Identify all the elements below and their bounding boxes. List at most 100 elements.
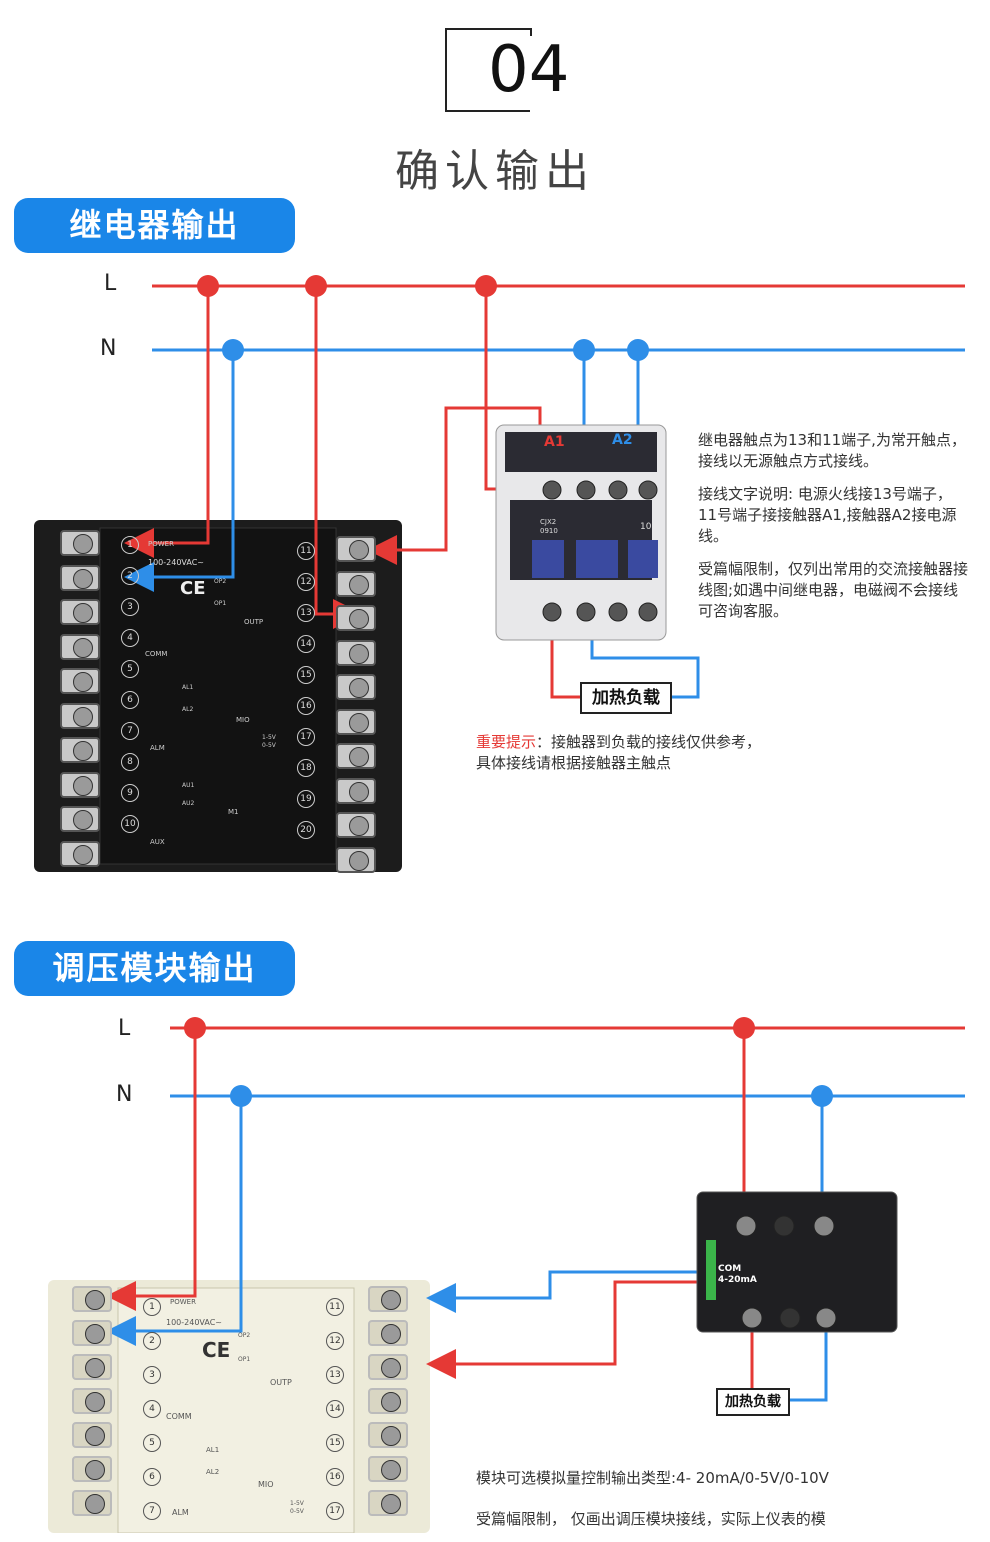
terminal-number: 3 [121,598,139,616]
screw-terminal [336,846,376,873]
screw-head-icon [349,712,369,733]
screw-terminal [60,668,100,694]
module-com-label: COM [718,1264,742,1274]
screw-head-icon [381,1392,401,1412]
relay-note-1: 继电器触点为13和11端子,为常开触点，接线以无源触点方式接线。 [698,431,966,470]
group-op1-module: OP1 [238,1356,251,1363]
screw-head-icon [381,1358,401,1378]
screw-head-icon [349,678,369,698]
screw-terminal [368,1490,408,1516]
screw-head-icon [349,747,369,767]
warning-key: 重要提示 [476,733,537,751]
screw-terminal [368,1456,408,1482]
supply-label-relay: 100-240VAC~ [148,558,205,567]
terminal-number: 7 [143,1502,161,1520]
terminal-number: 1 [143,1298,161,1316]
screw-head-icon [73,672,93,692]
terminal-number: 4 [143,1400,161,1418]
terminal-number: 14 [297,635,315,653]
terminal-number: 17 [297,728,315,746]
contactor-a1-label: A1 [544,434,565,450]
terminal-number: 7 [121,722,139,740]
screw-head-icon [73,568,93,589]
terminal-number: 14 [326,1400,344,1418]
section-number-frame [445,28,532,112]
screw-head-icon [73,706,93,727]
screw-terminal [336,639,376,666]
screw-terminal [60,737,100,763]
terminal-number: 4 [121,629,139,647]
alarm-al2-module: AL2 [206,1468,220,1476]
group-comm-relay: COMM [145,650,168,658]
relay-junctions [197,275,649,361]
screw-head-icon [349,781,369,802]
ac-contactor [495,424,667,641]
terminal-number: 11 [297,542,315,560]
screw-head-icon [381,1460,401,1480]
screw-terminal [72,1286,112,1312]
screw-head-icon [73,844,93,865]
screw-head-icon [349,574,369,595]
heating-load-relay: 加热负载 [580,682,672,714]
screw-terminal [60,702,100,729]
terminal-number: 12 [297,573,315,591]
screw-terminal [336,674,376,700]
alarm-al1-module: AL1 [206,1446,220,1454]
screw-terminal [336,708,376,735]
screw-head-icon [85,1290,105,1310]
page-title: 确认输出 [395,146,595,197]
screw-terminal [72,1354,112,1380]
voltage-note-relay: 1-5V 0-5V [262,734,276,749]
screw-terminal [336,605,376,631]
group-op2-module: OP2 [238,1332,251,1339]
terminal-number: 15 [297,666,315,684]
screw-terminal [368,1422,408,1448]
alarm-au1-relay: AU1 [182,782,195,789]
group-alm-module: ALM [172,1508,189,1517]
line-label-n-relay: N [100,336,117,361]
group-aux-relay: AUX [150,838,165,846]
screw-terminal [60,599,100,625]
screw-terminal [72,1456,112,1482]
group-alm-relay: ALM [150,744,165,752]
terminal-number: 8 [121,753,139,771]
screw-head-icon [349,850,369,871]
screw-head-icon [381,1324,401,1344]
screw-terminal [60,771,100,798]
module-notes: 模块可选模拟量控制输出类型:4- 20mA/0-5V/0-10V 受篇幅限制， … [476,1468,946,1542]
relay-notes: 继电器触点为13和11端子,为常开触点，接线以无源触点方式接线。 接线文字说明:… [698,430,970,634]
line-label-l-relay: L [104,271,117,296]
terminal-number: 2 [143,1332,161,1350]
terminal-number: 12 [326,1332,344,1350]
contactor-no: 10 [640,522,652,532]
screw-terminal [60,633,100,660]
terminal-number: 13 [297,604,315,622]
screw-head-icon [73,775,93,796]
voltage-regulator-module [696,1191,898,1333]
terminal-number: 11 [326,1298,344,1316]
alarm-au2-relay: AU2 [182,800,195,807]
screw-head-icon [349,540,369,560]
terminal-number: 20 [297,821,315,839]
terminal-number: 5 [143,1434,161,1452]
terminal-number: 13 [326,1366,344,1384]
screw-head-icon [381,1494,401,1514]
screw-terminal [368,1354,408,1380]
power-label-relay: POWER [148,540,174,548]
supply-label-module: 100-240VAC~ [166,1318,223,1327]
voltage-note-module: 1-5V 0-5V [290,1500,304,1515]
terminal-number: 6 [121,691,139,709]
section-title-module: 调压模块输出 [14,941,295,996]
contactor-a2-label: A2 [612,432,633,448]
heating-load-module: 加热负载 [716,1388,790,1416]
terminal-number: 16 [326,1468,344,1486]
group-comm-module: COMM [166,1412,192,1421]
module-junctions [184,1017,833,1107]
line-label-n-module: N [116,1082,133,1107]
screw-head-icon [85,1426,105,1446]
group-op2-relay: OP2 [214,578,227,585]
module-note-1: 模块可选模拟量控制输出类型:4- 20mA/0-5V/0-10V [476,1469,829,1487]
screw-head-icon [381,1290,401,1310]
screw-terminal [368,1286,408,1312]
screw-head-icon [85,1358,105,1378]
